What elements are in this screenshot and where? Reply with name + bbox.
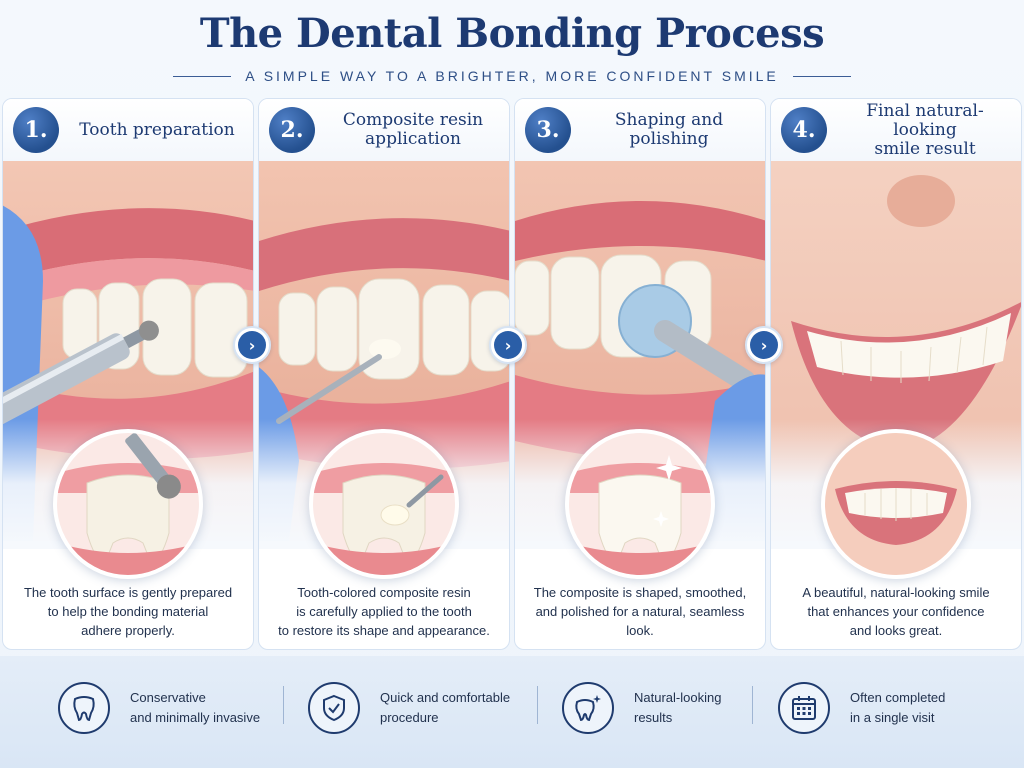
step-card-1: 1. Tooth preparation bbox=[2, 98, 254, 650]
step-inset-4 bbox=[821, 429, 971, 579]
next-arrow-1: › bbox=[233, 326, 271, 364]
tooth-icon bbox=[58, 682, 110, 734]
step-header-3: 3. Shaping and polishing bbox=[515, 99, 765, 161]
benefit-text-3: Natural-looking results bbox=[634, 690, 722, 725]
step-header-4: 4. Final natural-looking smile result bbox=[771, 99, 1021, 161]
smile-closeup-icon bbox=[825, 433, 967, 575]
step-description-4: A beautiful, natural-looking smile that … bbox=[802, 585, 990, 638]
benefit-text-2: Quick and comfortable procedure bbox=[380, 690, 511, 725]
subtitle-rule-left bbox=[173, 75, 232, 77]
tooth-with-resin-icon bbox=[313, 433, 455, 575]
sparkle-tooth-icon bbox=[562, 682, 614, 734]
step-inset-1 bbox=[53, 429, 203, 579]
tooth-with-burr-icon bbox=[57, 433, 199, 575]
step-inset-3 bbox=[565, 429, 715, 579]
step-number-3: 3. bbox=[525, 107, 571, 153]
step-title-3: Shaping and polishing bbox=[614, 110, 724, 149]
benefits-bar: Conservative and minimally invasive Quic… bbox=[0, 656, 1024, 768]
benefit-divider-1 bbox=[283, 686, 284, 724]
step-description-1: The tooth surface is gently prepared to … bbox=[23, 585, 233, 638]
step-number-2: 2. bbox=[269, 107, 315, 153]
benefit-item-1: Conservative and minimally invasive bbox=[58, 678, 260, 738]
step-description-2: Tooth-colored composite resin is careful… bbox=[278, 585, 490, 638]
step-description-3: The composite is shaped, smoothed, and p… bbox=[533, 585, 747, 638]
page-title: The Dental Bonding Process bbox=[199, 10, 825, 57]
subtitle-rule-right bbox=[792, 75, 851, 77]
benefit-text-1: Conservative and minimally invasive bbox=[130, 690, 261, 725]
benefit-divider-3 bbox=[752, 686, 753, 724]
step-header-1: 1. Tooth preparation bbox=[3, 99, 253, 161]
step-card-2: 2. Composite resin application bbox=[258, 98, 510, 650]
step-title-1: Tooth preparation bbox=[79, 119, 235, 140]
step-number-4: 4. bbox=[781, 107, 827, 153]
step-header-2: 2. Composite resin application bbox=[259, 99, 509, 161]
chevron-right-icon: › bbox=[238, 331, 266, 359]
chevron-right-icon: › bbox=[750, 331, 778, 359]
benefit-item-3: Natural-looking results bbox=[562, 678, 721, 738]
step-title-4: Final natural-looking smile result bbox=[866, 100, 984, 159]
chevron-right-icon: › bbox=[494, 331, 522, 359]
subtitle-row: A SIMPLE WAY TO A BRIGHTER, MORE CONFIDE… bbox=[0, 66, 1024, 86]
benefit-item-2: Quick and comfortable procedure bbox=[308, 678, 510, 738]
step-title-2: Composite resin application bbox=[342, 110, 484, 149]
benefit-divider-2 bbox=[537, 686, 538, 724]
shiny-tooth-icon bbox=[569, 433, 711, 575]
step-inset-2 bbox=[309, 429, 459, 579]
page-subtitle: A SIMPLE WAY TO A BRIGHTER, MORE CONFIDE… bbox=[245, 68, 779, 84]
next-arrow-3: › bbox=[745, 326, 783, 364]
step-card-3: 3. Shaping and polishing bbox=[514, 98, 766, 650]
steps-container: 1. Tooth preparation bbox=[0, 98, 1024, 650]
next-arrow-2: › bbox=[489, 326, 527, 364]
calendar-icon bbox=[778, 682, 830, 734]
step-number-1: 1. bbox=[13, 107, 59, 153]
benefit-item-4: Often completed in a single visit bbox=[778, 678, 945, 738]
shield-check-icon bbox=[308, 682, 360, 734]
step-card-4: 4. Final natural-looking smile result bbox=[770, 98, 1022, 650]
benefit-text-4: Often completed in a single visit bbox=[850, 690, 946, 725]
